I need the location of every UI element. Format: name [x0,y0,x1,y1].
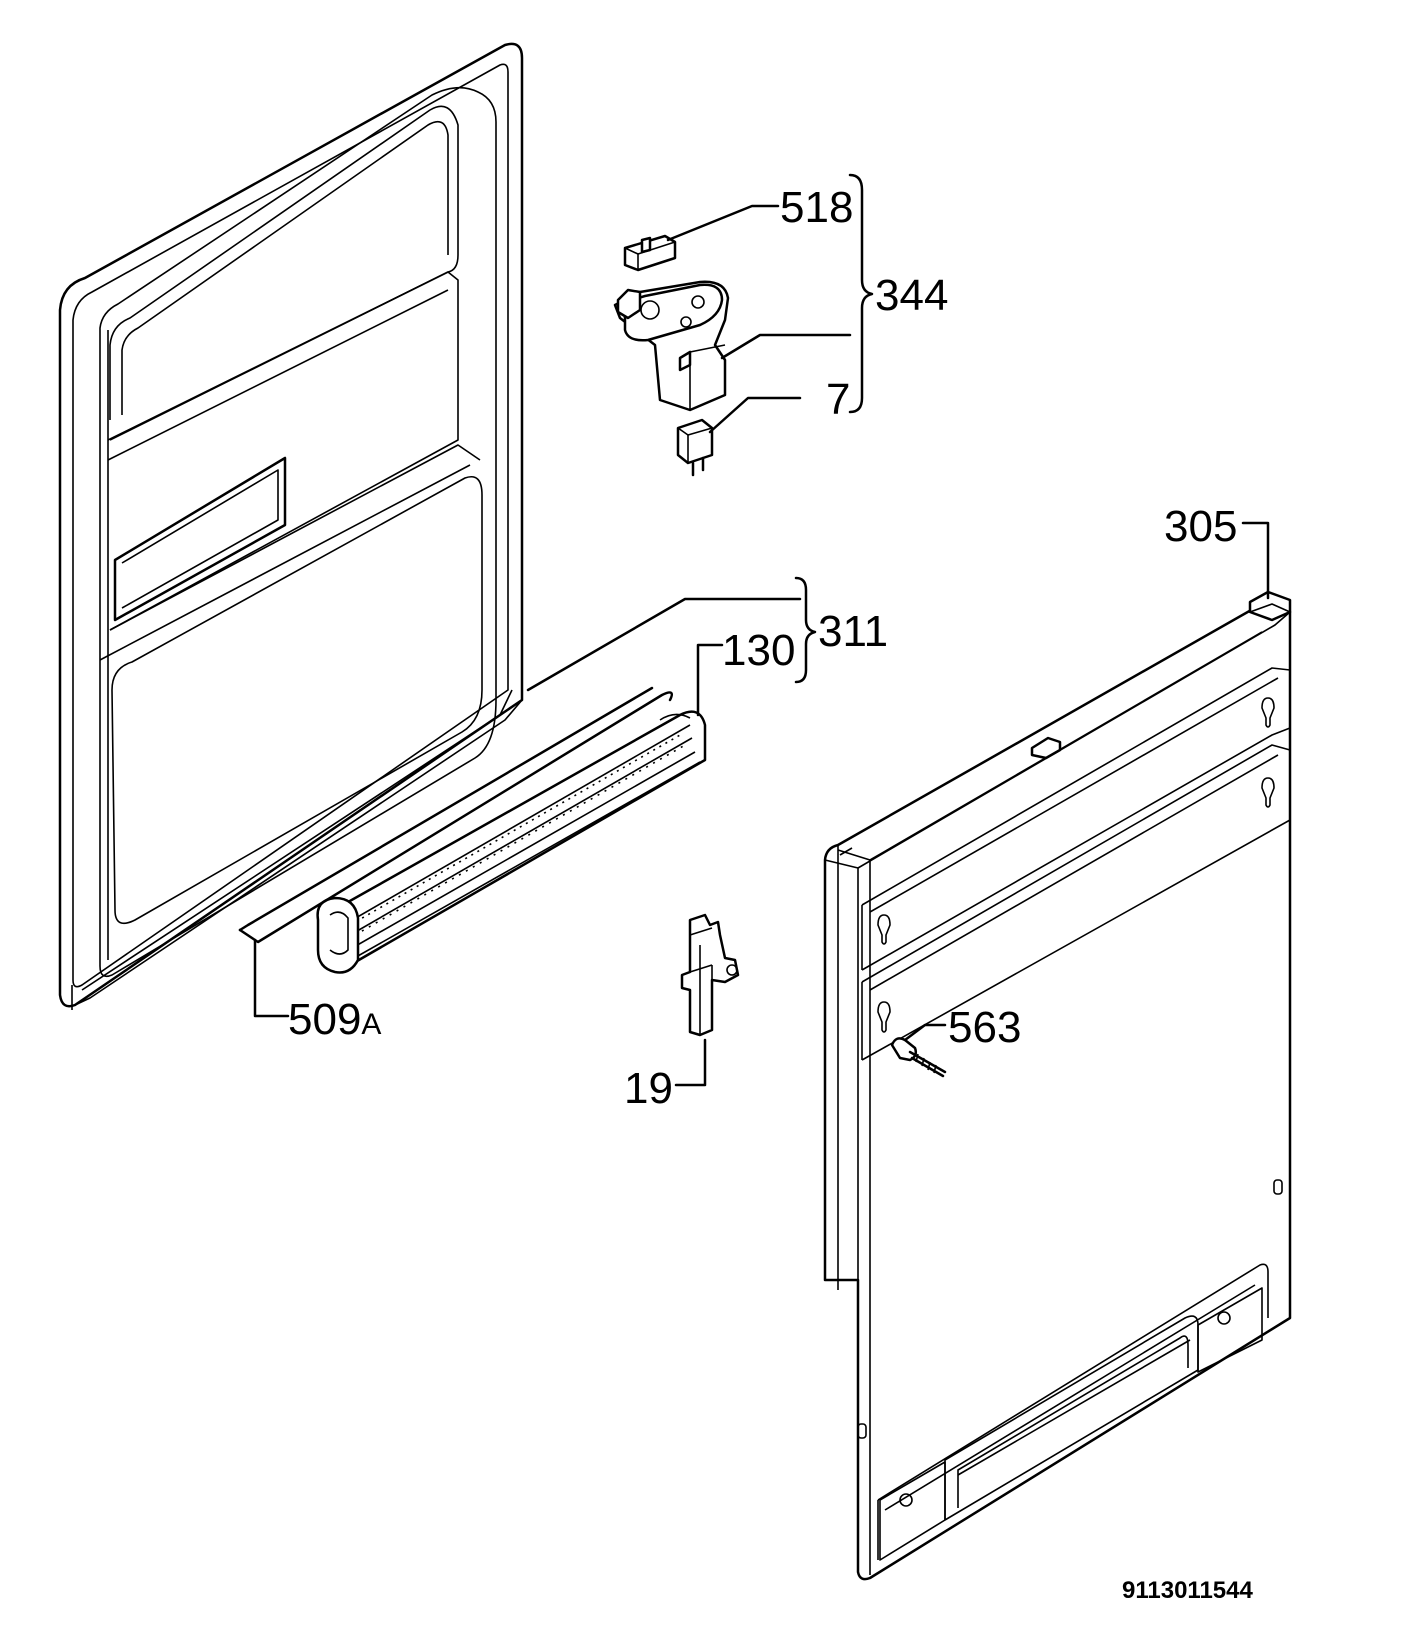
document-number: 9113011544 [1122,1577,1253,1604]
callout-7: 7 [826,375,850,424]
microswitch-7 [676,418,714,477]
callout-305: 305 [1164,502,1237,551]
door-lock-344 [613,280,730,412]
callout-130: 130 [722,626,795,675]
callout-563: 563 [948,1003,1021,1052]
callout-509a-suffix: A [361,1008,381,1041]
door-spring-bracket-19 [680,913,740,1037]
outer-door-panel [823,590,1292,1581]
callout-344: 344 [875,271,948,320]
brace-311 [794,576,817,684]
door-seal-strip [316,710,707,974]
callout-518: 518 [780,183,853,232]
inner-door-panel [58,42,524,1010]
leader-lines [253,204,1270,1087]
callout-19: 19 [624,1064,673,1113]
callout-509a: 509A [288,995,381,1044]
screw-563 [890,1037,947,1078]
brace-344 [848,173,874,414]
callout-311: 311 [818,607,888,656]
callout-509a-number: 509 [288,995,361,1044]
lock-bracket-518 [623,234,677,272]
seal-retaining-wire [238,686,673,944]
